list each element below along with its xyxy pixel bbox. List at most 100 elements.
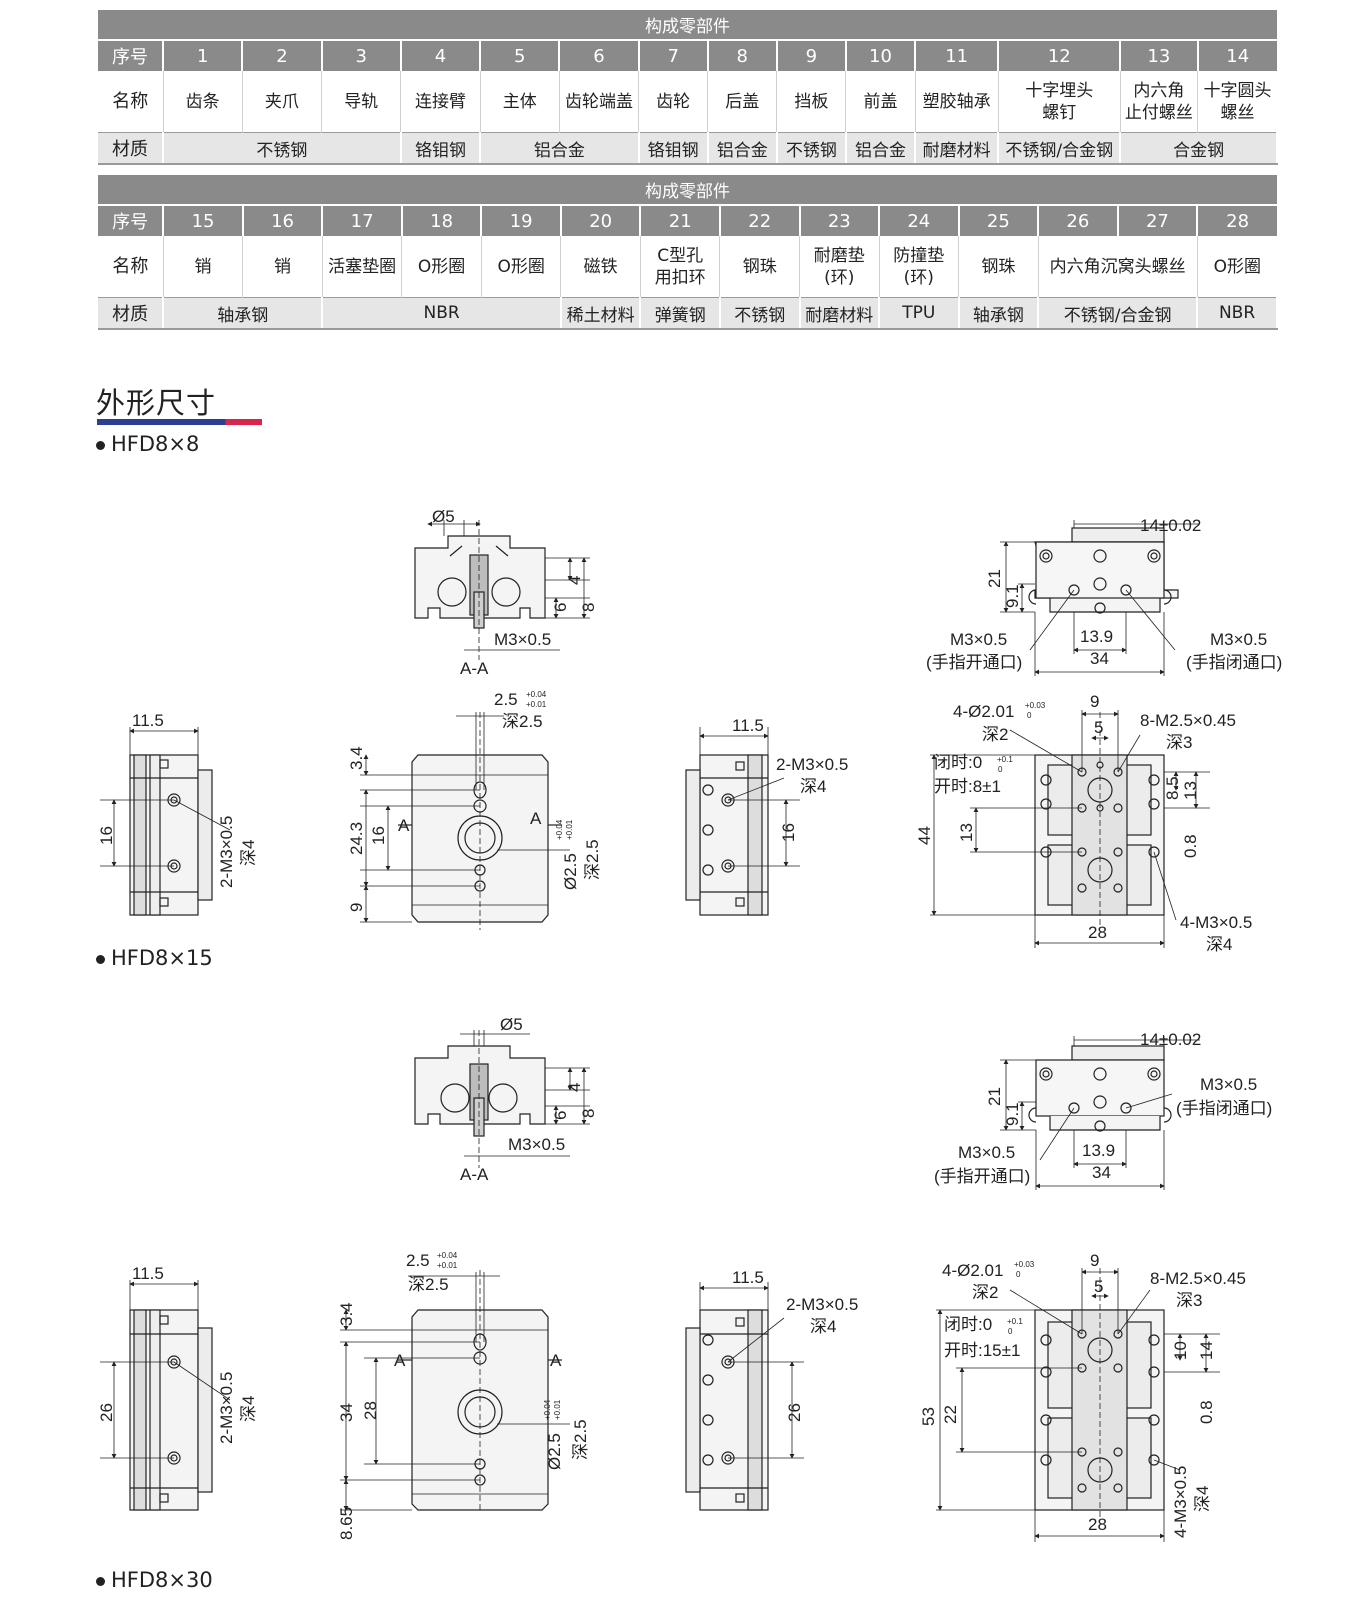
material-cell: NBR	[1197, 297, 1278, 330]
index-cell: 28	[1197, 204, 1277, 236]
hfd8x8-top-view-labels: 14±0.02 21 9.1 M3×0.5 (手指开通口) M3×0.5 (手指…	[926, 516, 1282, 672]
dim-label: 34	[337, 1403, 356, 1422]
part-name-line: 磁铁	[583, 256, 618, 277]
hfd8x15-right-view	[685, 1282, 804, 1511]
dim-label: 3.4	[347, 746, 366, 770]
index-cell: 9	[776, 39, 847, 71]
bullet-dot	[96, 1576, 105, 1586]
index-cell: 22	[719, 204, 801, 236]
part-name-line: O形圈	[1213, 256, 1262, 277]
dim-label: 14	[1197, 1341, 1216, 1360]
dim-label: 深4	[810, 1317, 836, 1336]
section-marker: A	[550, 1351, 562, 1370]
material-cell: NBR	[322, 297, 562, 330]
part-name-line: 十字圆头	[1203, 80, 1272, 101]
section-marker: A	[398, 816, 410, 835]
index-cell: 15	[163, 204, 244, 236]
dim-label: 13	[957, 823, 976, 842]
dim-label: 3.4	[337, 1302, 356, 1326]
dim-label: 28	[1088, 1515, 1107, 1534]
row-label-name: 名称	[98, 71, 164, 133]
material-cell: 合金钢	[1120, 132, 1278, 165]
part-name-line: 后盖	[725, 91, 760, 112]
dim-label: 24.3	[347, 822, 366, 855]
hfd8x8-front-view-labels: 2.5 +0.04 +0.01 深2.5 3.4 24.3 16 9 A A Ø…	[347, 690, 602, 912]
dim-label: 21	[985, 569, 1004, 588]
dim-label: 9	[1090, 1251, 1099, 1270]
part-name-line: C型孔	[657, 245, 704, 266]
tolerance-label: 0	[1016, 1270, 1021, 1279]
part-name-line: 齿条	[185, 91, 220, 112]
index-cell: 11	[915, 39, 1000, 71]
dim-label: 5	[1094, 1277, 1103, 1296]
part-name-cell: 前盖	[845, 71, 916, 133]
dim-label: 2.5	[494, 690, 518, 709]
material-cell: 轴承钢	[163, 297, 324, 330]
part-name-line: 螺钉	[1042, 102, 1077, 123]
hfd8x15-section-aa-labels: Ø5 4 8 6 M3×0.5 A-A	[460, 1015, 598, 1184]
part-name-cell: 导轨	[321, 71, 402, 133]
dim-label: 8.5	[1163, 776, 1182, 800]
tolerance-label: +0.01	[437, 1261, 458, 1270]
dim-label: 深4	[239, 1396, 258, 1422]
row-label-index: 序号	[98, 204, 165, 236]
part-name-line: 前盖	[863, 91, 898, 112]
section-label: A-A	[460, 1165, 489, 1184]
dim-label: Ø2.5	[561, 853, 580, 890]
row-label-index: 序号	[98, 39, 165, 71]
model-label-hfd8x15: HFD8×15	[96, 946, 213, 970]
dim-label: 9.1	[1003, 1102, 1022, 1126]
part-name-cell: 塑胶轴承	[915, 71, 999, 133]
hfd8x8-top-view	[1000, 520, 1200, 676]
section-title: 外形尺寸	[96, 386, 217, 420]
hfd8x15-left-view-labels: 11.5 26 2-M3×0.5 深4	[97, 1264, 258, 1444]
dim-label: 2-M3×0.5	[786, 1295, 858, 1314]
part-name-line: 防撞垫	[893, 245, 945, 266]
part-name-line: 内六角沉窝头螺丝	[1049, 256, 1186, 277]
dim-label: 5	[1094, 718, 1103, 737]
dim-label: 2.5	[406, 1251, 430, 1270]
section-underline	[97, 419, 262, 425]
part-name-cell: 内六角止付螺丝	[1120, 71, 1199, 133]
dim-label: 26	[97, 1403, 116, 1422]
dim-label: 44	[915, 826, 934, 845]
dim-label: 2-M3×0.5	[217, 1372, 236, 1444]
hfd8x15-bottom-view-labels: 4-Ø2.01 +0.03 0 深2 闭时:0 +0.1 0 开时:15±1 9…	[919, 1251, 1246, 1538]
tolerance-label: 0	[998, 765, 1003, 774]
dim-label: 11.5	[732, 1268, 764, 1287]
section-marker: A	[530, 809, 542, 828]
dim-label: 闭时:0	[934, 753, 982, 772]
dim-label: M3×0.5	[1210, 630, 1267, 649]
dim-label: 8-M2.5×0.45	[1140, 711, 1236, 730]
table-caption: 构成零部件	[98, 10, 1277, 40]
hfd8x15-top-view	[1000, 1036, 1200, 1190]
part-name-cell: 挡板	[776, 71, 847, 133]
part-name-line: 钢珠	[742, 256, 777, 277]
index-cell: 1	[163, 39, 244, 71]
dim-label: 9	[1090, 692, 1099, 711]
part-name-line: 十字埋头	[1025, 80, 1094, 101]
model-label-hfd8x30: HFD8×30	[96, 1568, 213, 1592]
dim-label: 深3	[1176, 1291, 1202, 1310]
material-cell: 不锈钢	[163, 132, 402, 165]
part-name-cell: 销	[242, 236, 323, 298]
dim-label: 2-M3×0.5	[776, 755, 848, 774]
part-name-cell: 后盖	[707, 71, 778, 133]
dim-label: 4	[565, 576, 584, 585]
part-name-line: 活塞垫圈	[328, 256, 397, 277]
tolerance-label: +0.1	[997, 755, 1013, 764]
part-name-line: 用扣环	[654, 267, 706, 288]
dim-label: 0.8	[1181, 834, 1200, 858]
material-cell: 轴承钢	[958, 297, 1040, 330]
part-name-cell: 齿轮	[638, 71, 709, 133]
material-cell: TPU	[879, 297, 960, 330]
dim-label: 0.8	[1197, 1400, 1216, 1424]
dim-label: 11.5	[132, 1264, 164, 1283]
dim-label: 16	[779, 823, 798, 842]
part-name-line: 齿轮端盖	[564, 91, 633, 112]
part-name-cell: 主体	[480, 71, 560, 133]
dim-label: 53	[919, 1407, 938, 1426]
tolerance-label: +0.04	[437, 1251, 458, 1260]
